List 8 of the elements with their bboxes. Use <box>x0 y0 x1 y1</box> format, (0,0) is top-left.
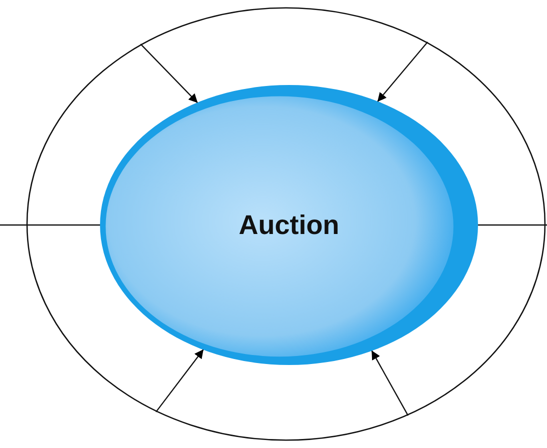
arrow <box>156 349 204 412</box>
arrow <box>377 42 428 102</box>
connector-line <box>0 224 100 226</box>
connector-line <box>478 224 547 226</box>
arrow <box>140 44 198 103</box>
boundary-ellipse <box>26 7 546 441</box>
arrow <box>371 350 409 416</box>
process-ellipse: Auction <box>100 85 478 365</box>
